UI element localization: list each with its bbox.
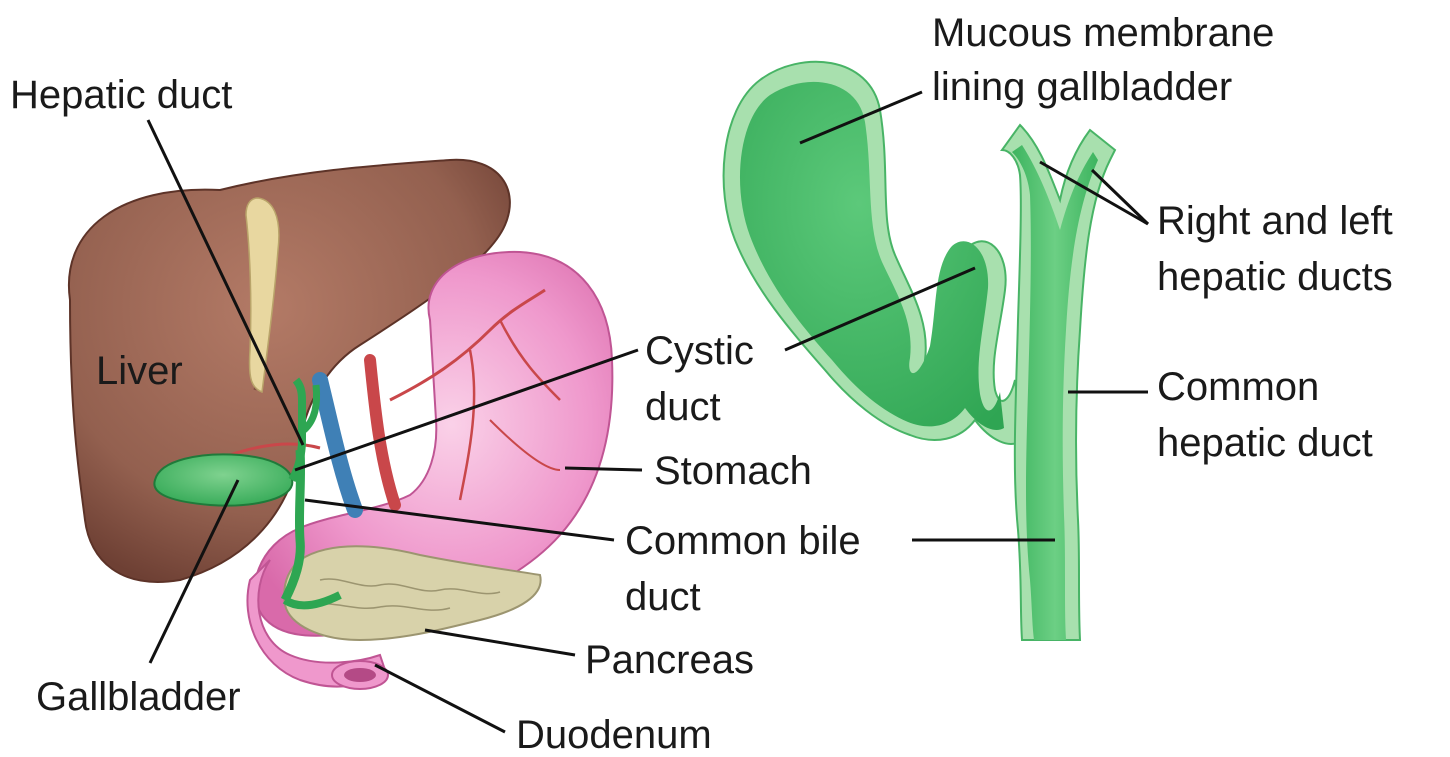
label-right-left-hepatic-line2: hepatic ducts [1157, 252, 1393, 302]
label-mucous-membrane-line1: Mucous membrane [932, 8, 1274, 58]
leader-stomach [565, 468, 642, 470]
label-common-bile-duct-line1: Common bile [625, 516, 861, 566]
label-cystic-duct-line1: Cystic [645, 326, 754, 376]
leader-pancreas [425, 630, 575, 655]
label-right-left-hepatic-line1: Right and left [1157, 196, 1393, 246]
label-gallbladder: Gallbladder [36, 672, 241, 722]
label-common-hepatic-line2: hepatic duct [1157, 418, 1373, 468]
leader-duodenum [375, 665, 505, 732]
label-pancreas: Pancreas [585, 635, 754, 685]
label-mucous-membrane-line2: lining gallbladder [932, 62, 1232, 112]
label-liver: Liver [96, 346, 183, 396]
label-common-bile-duct-line2: duct [625, 572, 701, 622]
label-common-hepatic-line1: Common [1157, 362, 1319, 412]
label-stomach: Stomach [654, 446, 812, 496]
label-hepatic-duct: Hepatic duct [10, 70, 232, 120]
label-cystic-duct-line2: duct [645, 382, 721, 432]
label-duodenum: Duodenum [516, 710, 712, 757]
